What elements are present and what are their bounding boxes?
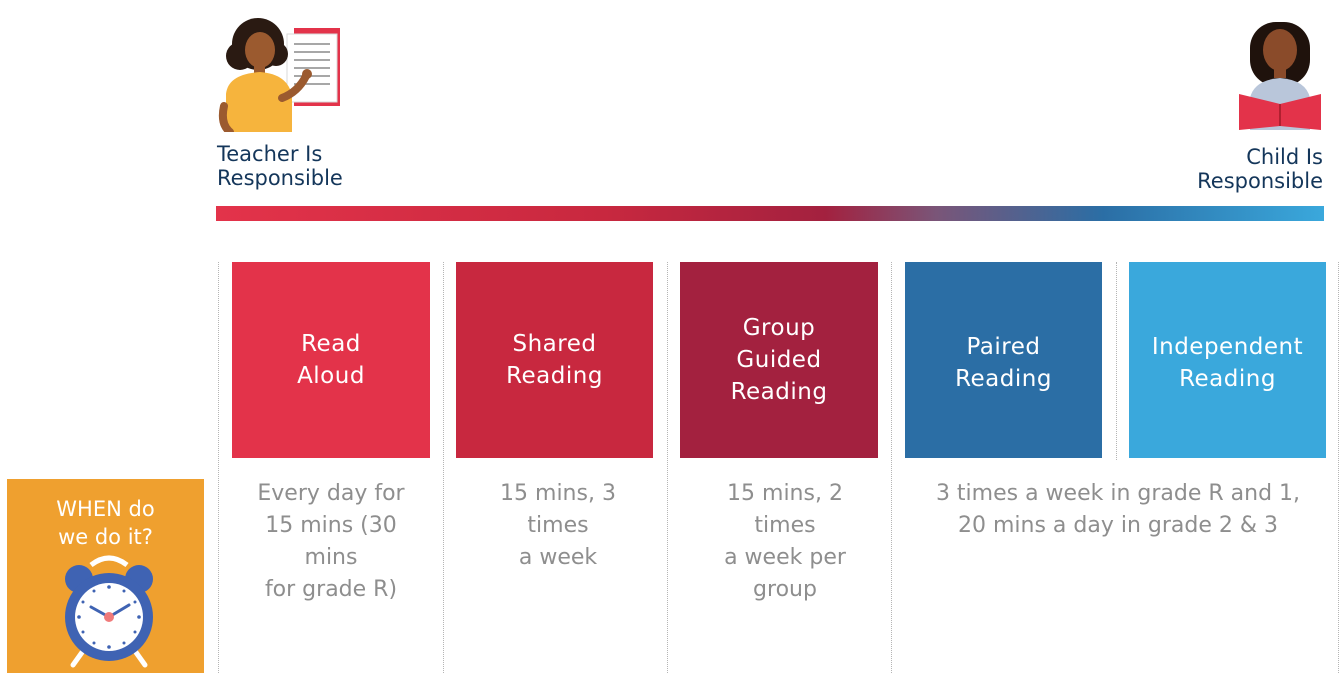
column-divider [891,262,892,673]
paired-independent-description: 3 times a week in grade R and 1, 20 mins… [935,481,1301,538]
group-guided-reading-description: 15 mins, 2 times a week per group [724,481,846,602]
card-read-aloud: Read Aloud [232,262,430,458]
column-divider [1338,262,1339,673]
teacher-responsible-label: Teacher Is Responsible [217,142,343,190]
column-divider [667,262,668,673]
when-text: WHEN do we do it? [56,497,155,549]
card-independent-reading: Independent Reading [1129,262,1326,458]
card-group-guided-reading: Group Guided Reading [680,262,878,458]
column-divider [1116,262,1117,460]
when-box: WHEN do we do it? [7,479,204,673]
alarm-clock-icon [61,555,157,669]
teacher-with-book-icon [218,14,343,136]
column-divider [443,262,444,673]
responsibility-gradient-bar [216,206,1324,221]
card-shared-reading: Shared Reading [456,262,653,458]
shared-reading-description: 15 mins, 3 times a week [500,481,616,570]
read-aloud-description: Every day for 15 mins (30 mins for grade… [257,481,405,602]
card-paired-reading: Paired Reading [905,262,1102,458]
child-responsible-label: Child Is Responsible [1197,145,1323,193]
column-divider [218,262,219,673]
child-reading-icon [1236,14,1324,130]
